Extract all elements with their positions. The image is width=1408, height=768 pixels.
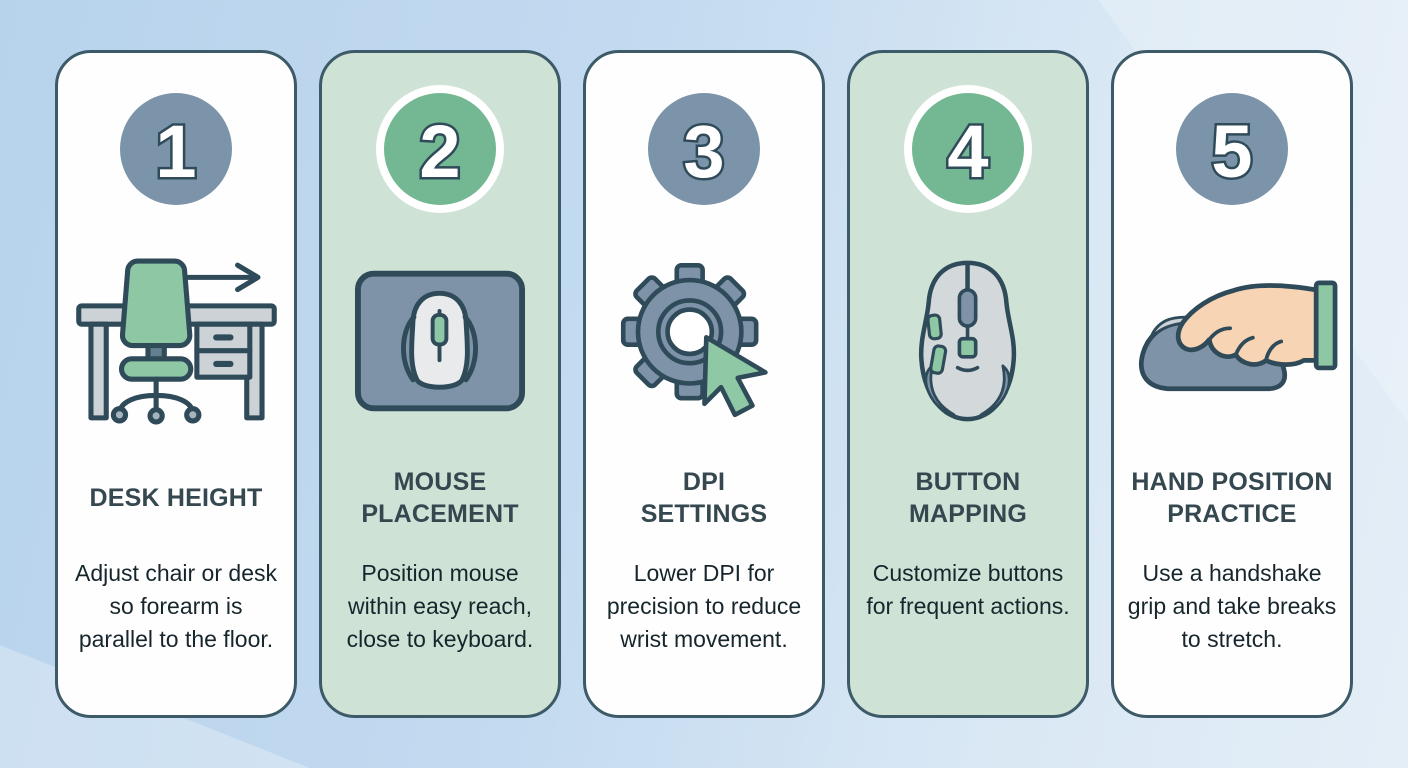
card-title: DPI SETTINGS bbox=[640, 467, 768, 529]
mouse-on-pad-icon bbox=[354, 257, 526, 425]
step-badge: 3 bbox=[648, 93, 760, 205]
card-title: BUTTON MAPPING bbox=[908, 467, 1028, 529]
step-number: 1 bbox=[155, 110, 196, 193]
step-number: 2 bbox=[419, 110, 460, 193]
card-description: Use a handshake grip and take breaks to … bbox=[1127, 560, 1337, 652]
step-number: 4 bbox=[947, 110, 988, 193]
multi-button-mouse-icon bbox=[907, 257, 1029, 425]
step-card-hand-position: 5 HAND POSITION PRACTICE Use a handshake… bbox=[1111, 50, 1353, 718]
step-card-dpi-settings: 3 DPI SETTINGS bbox=[583, 50, 825, 718]
card-title: MOUSE PLACEMENT bbox=[361, 467, 519, 529]
card-title: HAND POSITION PRACTICE bbox=[1131, 467, 1333, 529]
gear-cursor-icon bbox=[614, 257, 794, 425]
step-card-button-mapping: 4 BUTTON MAPPING Customize buttons for f… bbox=[847, 50, 1089, 718]
step-card-mouse-placement: 2 MOUSE PLACEMENT Position mouse within … bbox=[319, 50, 561, 718]
step-number: 5 bbox=[1211, 110, 1252, 193]
desk-chair-arrow-icon bbox=[74, 257, 279, 425]
card-title: DESK HEIGHT bbox=[89, 483, 263, 512]
steps-row: 1 bbox=[55, 50, 1353, 718]
step-badge: 5 bbox=[1176, 93, 1288, 205]
step-badge: 4 bbox=[912, 93, 1024, 205]
step-badge: 2 bbox=[384, 93, 496, 205]
card-description: Customize buttons for frequent actions. bbox=[866, 560, 1070, 619]
card-description: Position mouse within easy reach, close … bbox=[346, 560, 534, 652]
card-description: Adjust chair or desk so forearm is paral… bbox=[75, 560, 277, 652]
card-description: Lower DPI for precision to reduce wrist … bbox=[606, 560, 802, 652]
hand-on-mouse-icon bbox=[1128, 257, 1338, 425]
step-number: 3 bbox=[683, 110, 724, 193]
step-card-desk-height: 1 bbox=[55, 50, 297, 718]
step-badge: 1 bbox=[120, 93, 232, 205]
